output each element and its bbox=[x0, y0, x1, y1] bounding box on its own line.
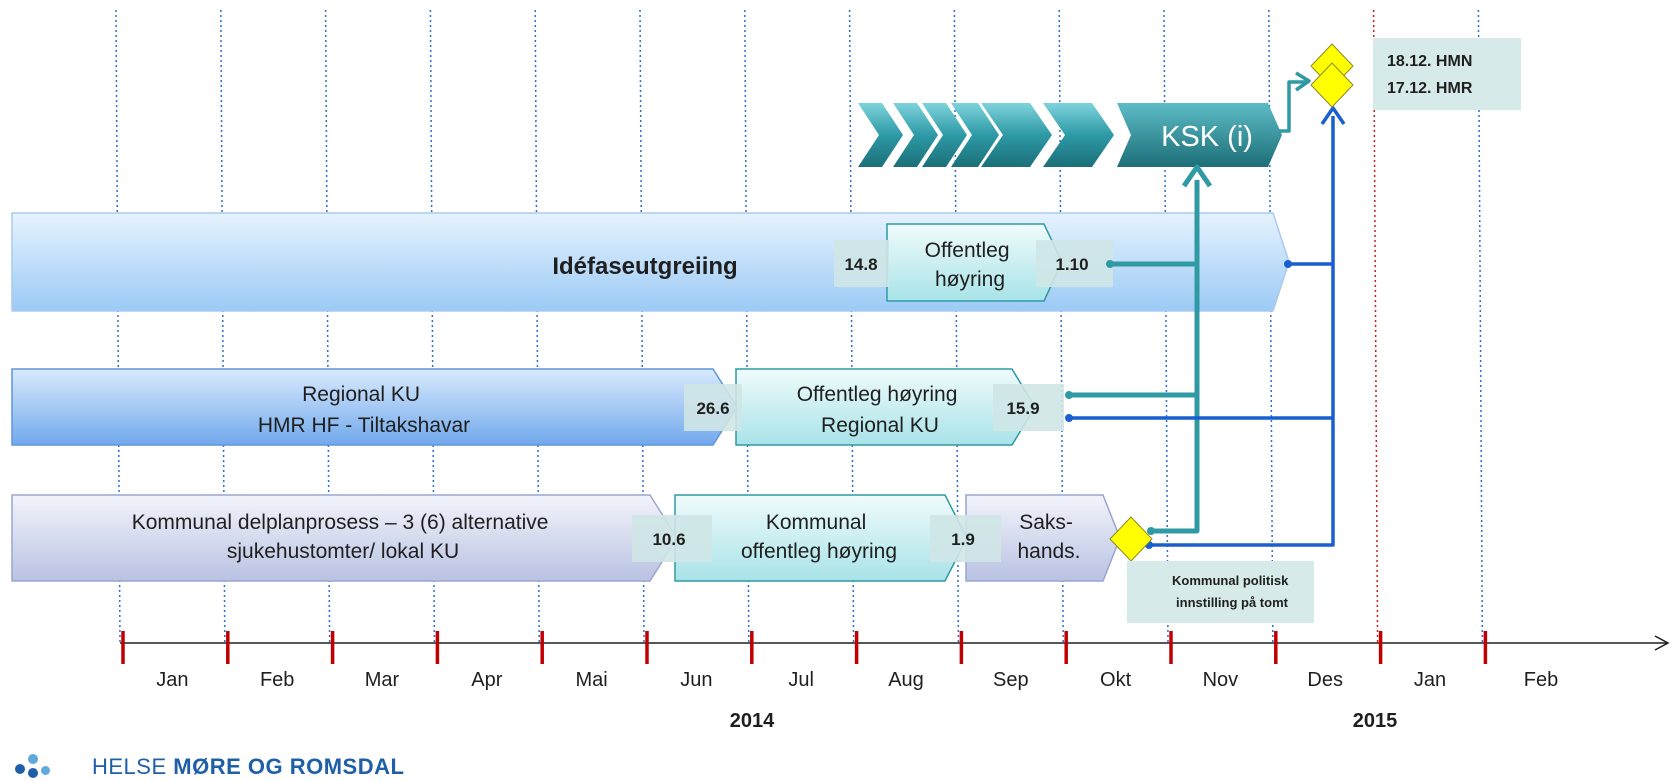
teal-connectors bbox=[1065, 71, 1311, 535]
regional-row: Regional KU HMR HF - Tiltakshavar Offent… bbox=[11, 368, 1064, 446]
month-label: Jan bbox=[156, 669, 188, 691]
idefase-row: Idéfaseutgreiing Offentleg høyring 14.8 … bbox=[11, 212, 1290, 312]
month-gridline bbox=[1268, 9, 1274, 644]
board-decision-diamond-lower bbox=[1310, 62, 1354, 108]
teal-dot-regional bbox=[1065, 391, 1073, 399]
municipal-recommendation-bg bbox=[1127, 561, 1314, 623]
chevron-6 bbox=[1043, 103, 1114, 167]
chevron-4 bbox=[951, 103, 999, 167]
board-decision-hmn: 18.12. HMN bbox=[1387, 53, 1472, 70]
kommunal-end-date-box bbox=[930, 515, 1001, 562]
milestone-diamonds bbox=[1109, 43, 1354, 562]
regional-end-date-box bbox=[993, 384, 1064, 431]
idefase-hearing-label: Offentleg høyring bbox=[925, 239, 1016, 291]
kommunal-hearing-label: Kommunal offentleg høyring bbox=[741, 511, 897, 563]
municipal-recommendation-box: Kommunal politisk innstilling på tomt bbox=[1127, 561, 1314, 623]
month-gridline bbox=[953, 9, 960, 644]
idefase-start-date: 14.8 bbox=[844, 255, 877, 274]
regional-hearing-label: Offentleg høyring Regional KU bbox=[797, 383, 964, 437]
kommunal-end-date: 1.9 bbox=[951, 530, 975, 549]
kommunal-bar bbox=[11, 494, 678, 582]
month-gridline bbox=[429, 9, 436, 644]
idefase-end-date-box bbox=[1036, 240, 1113, 287]
month-label: Mar bbox=[365, 669, 400, 691]
year-label: 2014 bbox=[730, 710, 775, 732]
month-gridline bbox=[324, 9, 331, 644]
time-axis: Jan Feb Mar Apr Mai Jun Jul Aug Sep Okt Nov Des Jan F… bbox=[120, 631, 1670, 732]
teal-dot-idefase bbox=[1106, 260, 1114, 268]
month-label: Jul bbox=[788, 669, 814, 691]
kommunal-start-date-box bbox=[632, 515, 712, 562]
kommunal-row: Kommunal delplanprosess – 3 (6) alternat… bbox=[11, 494, 1121, 582]
kommunal-label: Kommunal delplanprosess – 3 (6) alternat… bbox=[132, 511, 555, 563]
blue-dot-idefase bbox=[1284, 260, 1292, 268]
board-decision-hmr: 17.12. HMR bbox=[1387, 80, 1473, 97]
year-label: 2015 bbox=[1353, 710, 1398, 732]
process-chevrons: KSK (i) bbox=[858, 103, 1282, 167]
chevron-1 bbox=[858, 103, 903, 167]
regional-start-date-box bbox=[684, 384, 742, 431]
kommunal-start-date: 10.6 bbox=[652, 530, 685, 549]
ksk-step bbox=[1117, 103, 1282, 167]
kommunal-hearing-box bbox=[674, 494, 968, 582]
regional-end-date: 15.9 bbox=[1006, 399, 1039, 418]
kommunal-processing-box bbox=[965, 494, 1121, 582]
blue-dot-regional bbox=[1065, 414, 1073, 422]
month-gridline bbox=[639, 9, 645, 644]
axis-arrowhead bbox=[1654, 635, 1670, 651]
idefase-label: Idéfaseutgreiing bbox=[552, 253, 737, 280]
month-label: Jan bbox=[1414, 669, 1446, 691]
teal-arrowhead-board bbox=[1295, 71, 1311, 92]
board-decisions-bg bbox=[1373, 38, 1521, 110]
teal-dot-kommunal bbox=[1147, 527, 1155, 535]
month-label: Des bbox=[1307, 669, 1343, 691]
month-label: Feb bbox=[260, 669, 294, 691]
month-label: Mai bbox=[575, 669, 607, 691]
idefase-start-date-box bbox=[834, 240, 889, 287]
month-label: Sep bbox=[993, 669, 1029, 691]
month-gridline bbox=[744, 9, 750, 644]
month-label: Aug bbox=[888, 669, 924, 691]
logo-text: HELSE MØRE OG ROMSDAL bbox=[92, 753, 405, 779]
organization-logo: HELSE MØRE OG ROMSDAL bbox=[12, 752, 404, 781]
month-label: Feb bbox=[1524, 669, 1558, 691]
chevron-5 bbox=[981, 103, 1052, 167]
municipal-recommendation-diamond bbox=[1109, 516, 1153, 562]
blue-connectors bbox=[1065, 106, 1346, 549]
logo-mark-icon bbox=[12, 752, 92, 781]
month-gridline bbox=[115, 9, 121, 644]
regional-start-date: 26.6 bbox=[696, 399, 729, 418]
teal-connector-to-board bbox=[1279, 80, 1306, 133]
month-gridline bbox=[1477, 9, 1484, 644]
month-gridline bbox=[848, 9, 855, 644]
teal-connector-kommunal bbox=[1151, 180, 1200, 534]
municipal-recommendation-label: Kommunal politisk innstilling på tomt bbox=[1172, 573, 1292, 610]
month-gridline bbox=[534, 9, 540, 644]
kommunal-processing-label: Saks- hands. bbox=[1017, 511, 1080, 563]
board-decisions-box: 18.12. HMN 17.12. HMR bbox=[1373, 38, 1521, 110]
month-label: Jun bbox=[680, 669, 712, 691]
ksk-label: KSK (i) bbox=[1161, 121, 1253, 153]
month-label: Nov bbox=[1203, 669, 1239, 691]
chevron-3 bbox=[922, 103, 967, 167]
teal-arrowhead bbox=[1181, 164, 1213, 188]
regional-label: Regional KU HMR HF - Tiltakshavar bbox=[258, 383, 470, 437]
month-label: Okt bbox=[1100, 669, 1132, 691]
month-label: Apr bbox=[471, 669, 502, 691]
blue-connector-kommunal bbox=[1149, 116, 1335, 547]
year-divider-line bbox=[1372, 9, 1379, 644]
idefase-end-date: 1.10 bbox=[1055, 255, 1088, 274]
chevron-2 bbox=[893, 103, 938, 167]
blue-arrowhead bbox=[1320, 106, 1346, 125]
month-gridline bbox=[220, 9, 226, 644]
